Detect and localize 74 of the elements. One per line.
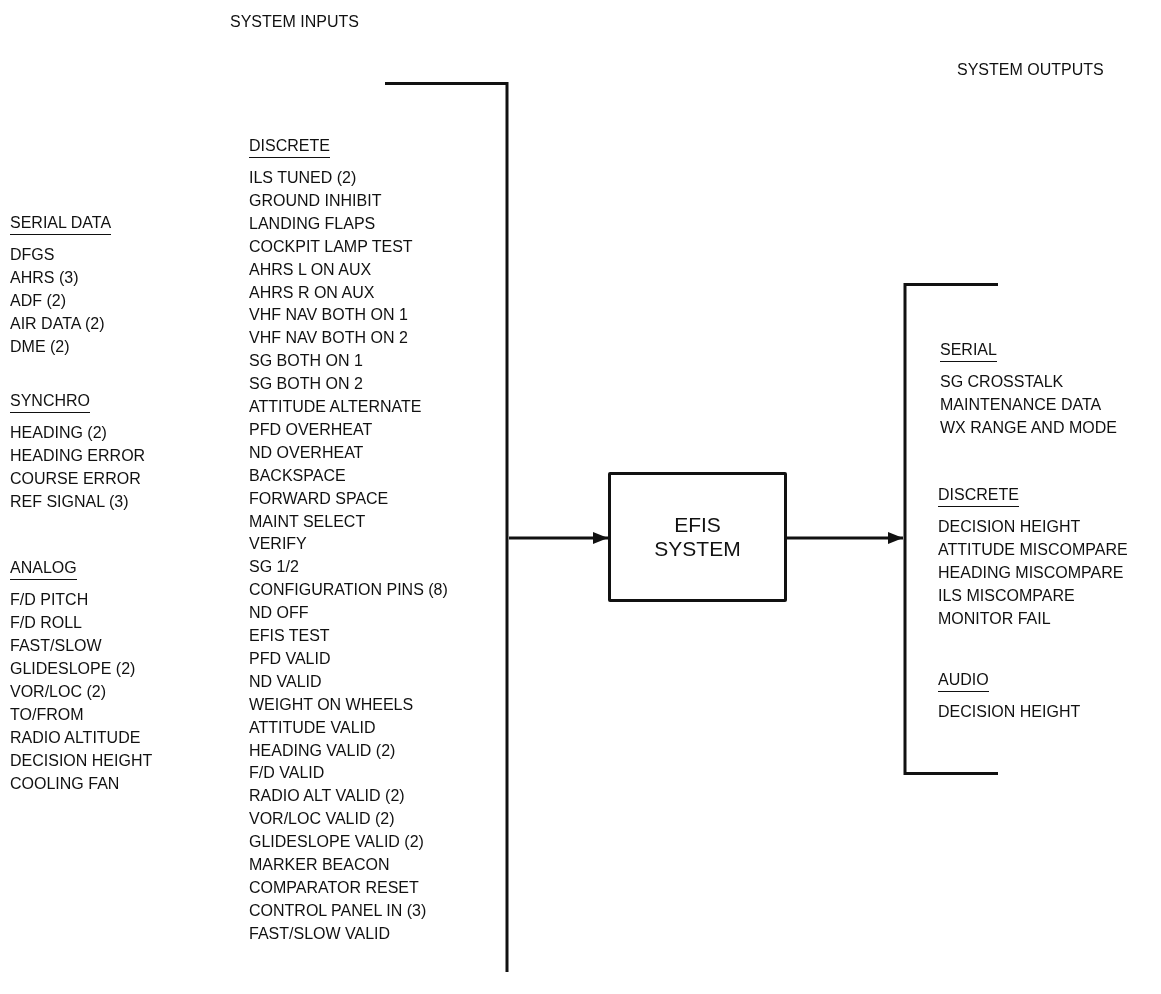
section-heading: SYNCHRO	[10, 391, 90, 413]
signal-name: CONFIGURATION PINS (8)	[249, 580, 448, 601]
signal-name: COURSE ERROR	[10, 469, 141, 489]
signal-name: F/D PITCH	[10, 590, 89, 610]
signal-name: BACKSPACE	[249, 465, 346, 486]
signal-name: F/D ROLL	[10, 613, 82, 633]
signal-name: FORWARD SPACE	[249, 488, 389, 509]
column-title: SYSTEM OUTPUTS	[957, 60, 1104, 80]
signal-name: VERIFY	[249, 534, 307, 555]
signal-name: LANDING FLAPS	[249, 213, 376, 234]
signal-name: PFD OVERHEAT	[249, 419, 373, 440]
section-heading: DISCRETE	[938, 485, 1019, 507]
signal-name: COMPARATOR RESET	[249, 877, 419, 898]
signal-name: ATTITUDE VALID	[249, 717, 376, 738]
signal-name: ATTITUDE ALTERNATE	[249, 397, 422, 417]
signal-name: EFIS TEST	[249, 626, 330, 646]
signal-name: SG 1/2	[249, 557, 299, 578]
system-block	[608, 472, 787, 602]
signal-name: SG BOTH ON 2	[249, 374, 363, 395]
signal-name: ND VALID	[249, 671, 322, 692]
signal-name: ND OFF	[249, 603, 309, 624]
signal-name: DECISION HEIGHT	[10, 751, 153, 771]
section-heading: AUDIO	[938, 670, 989, 692]
signal-name: ADF (2)	[10, 290, 66, 311]
signal-name: AHRS (3)	[10, 267, 79, 288]
signal-name: GLIDESLOPE VALID (2)	[249, 832, 424, 853]
signal-name: AIR DATA (2)	[10, 313, 105, 334]
signal-name: VHF NAV BOTH ON 1	[249, 305, 408, 326]
arrow	[509, 532, 608, 544]
section-heading: ANALOG	[10, 558, 77, 580]
signal-name: WEIGHT ON WHEELS	[249, 694, 414, 715]
signal-name: DECISION HEIGHT	[938, 702, 1081, 722]
signal-name: SG BOTH ON 1	[249, 351, 363, 372]
signal-name: ILS TUNED (2)	[249, 168, 357, 188]
signal-name: MONITOR FAIL	[938, 609, 1051, 629]
signal-name: MAINTENANCE DATA	[940, 395, 1102, 415]
arrow	[787, 532, 903, 544]
signal-name: ND OVERHEAT	[249, 442, 364, 463]
signal-name: VHF NAV BOTH ON 2	[249, 328, 408, 349]
block-label: EFIS SYSTEM	[653, 513, 742, 561]
signal-name: REF SIGNAL (3)	[10, 492, 129, 512]
signal-name: DECISION HEIGHT	[938, 517, 1081, 537]
signal-name: COCKPIT LAMP TEST	[249, 236, 413, 257]
signal-name: WX RANGE AND MODE	[940, 418, 1117, 438]
signal-name: HEADING (2)	[10, 423, 107, 443]
signal-name: TO/FROM	[10, 705, 84, 725]
signal-name: F/D VALID	[249, 763, 325, 784]
signal-name: HEADING MISCOMPARE	[938, 563, 1124, 583]
section-heading: DISCRETE	[249, 136, 330, 158]
signal-name: SG CROSSTALK	[940, 372, 1064, 392]
signal-name: ATTITUDE MISCOMPARE	[938, 540, 1128, 560]
signal-name: PFD VALID	[249, 648, 331, 669]
signal-name: HEADING VALID (2)	[249, 740, 396, 761]
signal-name: MARKER BEACON	[249, 855, 390, 875]
signal-name: VOR/LOC VALID (2)	[249, 809, 395, 830]
signal-name: DME (2)	[10, 336, 70, 357]
signal-name: ILS MISCOMPARE	[938, 586, 1075, 606]
signal-name: FAST/SLOW VALID	[249, 923, 391, 944]
signal-name: MAINT SELECT	[249, 511, 366, 532]
signal-name: GLIDESLOPE (2)	[10, 659, 136, 679]
signal-name: AHRS R ON AUX	[249, 282, 375, 303]
signal-name: DFGS	[10, 245, 55, 265]
signal-name: HEADING ERROR	[10, 446, 146, 466]
signal-name: COOLING FAN	[10, 774, 120, 794]
signal-name: VOR/LOC (2)	[10, 682, 106, 702]
signal-name: RADIO ALT VALID (2)	[249, 786, 405, 807]
section-heading: SERIAL	[940, 340, 997, 362]
signal-name: CONTROL PANEL IN (3)	[249, 900, 427, 921]
signal-name: FAST/SLOW	[10, 636, 102, 656]
column-title: SYSTEM INPUTS	[230, 12, 359, 32]
signal-name: RADIO ALTITUDE	[10, 728, 141, 748]
signal-name: GROUND INHIBIT	[249, 190, 382, 211]
signal-name: AHRS L ON AUX	[249, 259, 372, 280]
section-heading: SERIAL DATA	[10, 213, 112, 235]
